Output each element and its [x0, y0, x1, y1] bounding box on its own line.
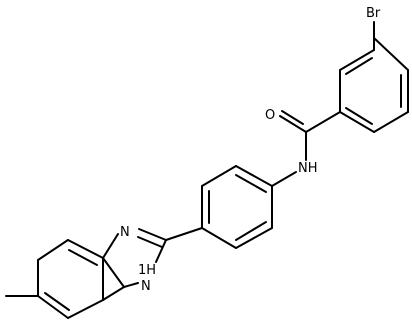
bromine-label: Br: [366, 6, 381, 21]
bond: [137, 236, 163, 248]
bond: [201, 165, 237, 187]
bond: [68, 249, 98, 266]
imidazole-1h-label: 1H: [138, 263, 156, 278]
bond: [235, 174, 267, 193]
bond: [44, 292, 70, 311]
bond: [37, 239, 69, 261]
imidazole-ring: [102, 228, 167, 288]
bond: [235, 227, 273, 249]
bond: [373, 37, 409, 71]
bond: [102, 286, 125, 301]
bond: [155, 239, 167, 263]
bond: [102, 257, 125, 288]
bromophenyl-ring: [339, 21, 409, 133]
bond: [235, 165, 273, 187]
bond: [305, 111, 341, 133]
bond: [281, 110, 304, 125]
bond: [339, 111, 375, 133]
bond: [138, 228, 167, 241]
bond: [201, 227, 237, 249]
bond: [345, 57, 373, 75]
imidazole-n-label: N: [120, 225, 130, 240]
bond: [279, 115, 307, 133]
amide-nh-label: NH: [298, 161, 318, 176]
bond: [345, 107, 373, 125]
imidazole-nh-label: N: [141, 279, 151, 294]
bond: [67, 239, 104, 259]
amide-carbonyl: [279, 110, 341, 161]
bond: [373, 111, 409, 133]
bond: [165, 227, 203, 241]
bond: [37, 295, 69, 319]
bond: [67, 299, 104, 319]
bond: [339, 49, 375, 71]
benzo-ring: [5, 239, 125, 319]
oxygen-label: O: [265, 108, 275, 123]
bond: [271, 171, 297, 187]
bond: [123, 282, 139, 288]
bond: [235, 221, 267, 241]
phenylene-ring: [165, 165, 297, 249]
bond: [102, 233, 119, 259]
